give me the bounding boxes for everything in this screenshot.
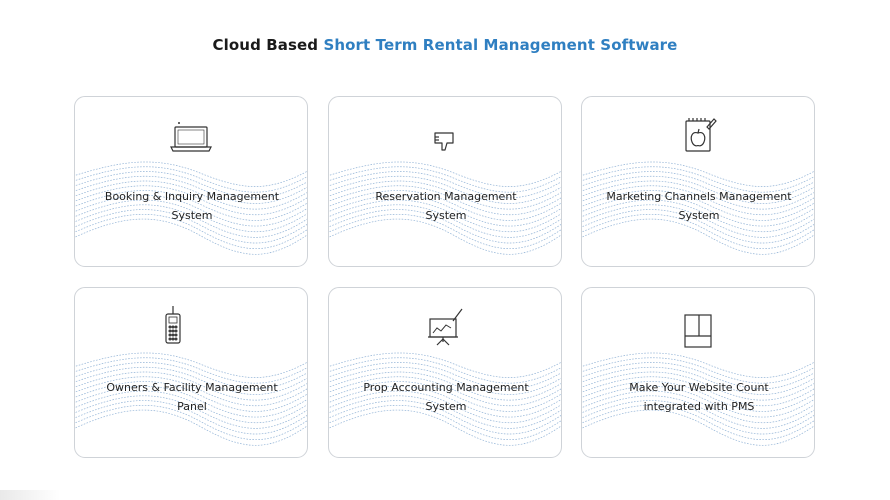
- wave-line: [582, 385, 814, 418]
- wave-line: [329, 166, 561, 193]
- wave-line: [75, 204, 307, 238]
- wave-line: [329, 395, 561, 429]
- wave-pattern: [582, 161, 814, 255]
- wave-line: [75, 166, 307, 193]
- wave-line: [582, 395, 814, 429]
- wave-pattern: [75, 161, 307, 255]
- wave-line: [582, 381, 814, 412]
- wave-line: [75, 409, 307, 446]
- feature-card-booking[interactable]: Booking & Inquiry Management System: [74, 96, 308, 267]
- feature-card-marketing[interactable]: Marketing Channels Management System: [581, 96, 815, 267]
- feature-card-reservation[interactable]: Reservation Management System: [328, 96, 562, 267]
- wave-line: [329, 352, 561, 378]
- wave-line: [75, 390, 307, 424]
- wave-line: [329, 385, 561, 418]
- card-label: Reservation Management System: [347, 187, 545, 225]
- wave-line: [582, 161, 814, 187]
- heading-highlight: Short Term Rental Management Software: [323, 36, 678, 54]
- wave-line: [329, 218, 561, 255]
- feature-card-owners[interactable]: Owners & Facility Management Panel: [74, 287, 308, 458]
- wave-line: [329, 405, 561, 440]
- wave-line: [75, 161, 307, 187]
- wave-line: [75, 400, 307, 435]
- wave-line: [582, 352, 814, 378]
- wave-line: [582, 209, 814, 244]
- bottom-left-shadow: [0, 490, 60, 500]
- card-title-line1: Owners & Facility Management: [106, 381, 278, 394]
- wave-line: [582, 405, 814, 440]
- wave-line: [582, 409, 814, 446]
- wave-line: [329, 409, 561, 446]
- wave-line: [582, 214, 814, 249]
- wave-line: [75, 194, 307, 227]
- wave-line: [329, 204, 561, 238]
- wave-pattern: [329, 352, 561, 446]
- card-title-line1: Booking & Inquiry Management: [104, 190, 280, 203]
- wave-line: [75, 357, 307, 384]
- card-title-line2: System: [171, 209, 213, 222]
- card-title-line1: Prop Accounting Management: [363, 381, 529, 394]
- card-title-line1: Marketing Channels Management: [606, 190, 792, 203]
- card-label: Owners & Facility Management Panel: [93, 378, 291, 416]
- wave-line: [582, 204, 814, 238]
- wave-line: [329, 381, 561, 412]
- wave-line: [582, 190, 814, 221]
- wave-line: [329, 214, 561, 249]
- card-label: Make Your Website Count integrated with …: [600, 378, 798, 416]
- wave-line: [329, 357, 561, 384]
- feature-card-accounting[interactable]: Prop Accounting Management System: [328, 287, 562, 458]
- wave-line: [329, 190, 561, 221]
- section-heading: Cloud Based Short Term Rental Management…: [0, 36, 890, 54]
- card-title-line2: integrated with PMS: [643, 400, 755, 413]
- card-title-line1: Reservation Management: [375, 190, 517, 203]
- card-title-line1: Make Your Website Count: [629, 381, 769, 394]
- wave-line: [329, 400, 561, 435]
- wave-line: [582, 166, 814, 193]
- wave-line: [75, 209, 307, 244]
- wave-line: [75, 199, 307, 233]
- wave-line: [582, 400, 814, 435]
- wave-line: [75, 395, 307, 429]
- wave-line: [582, 218, 814, 255]
- wave-line: [75, 214, 307, 249]
- wave-pattern: [329, 161, 561, 255]
- wave-line: [582, 357, 814, 384]
- card-title-line2: System: [425, 400, 467, 413]
- card-label: Marketing Channels Management System: [600, 187, 798, 225]
- card-title-line2: System: [425, 209, 467, 222]
- wave-line: [75, 190, 307, 221]
- wave-line: [582, 199, 814, 233]
- wave-line: [75, 385, 307, 418]
- wave-line: [329, 194, 561, 227]
- wave-line: [75, 352, 307, 378]
- heading-prefix: Cloud Based: [212, 36, 319, 54]
- wave-pattern: [75, 352, 307, 446]
- wave-line: [582, 390, 814, 424]
- wave-pattern: [582, 352, 814, 446]
- wave-line: [329, 390, 561, 424]
- card-title-line2: Panel: [177, 400, 207, 413]
- wave-line: [75, 381, 307, 412]
- feature-card-website[interactable]: Make Your Website Count integrated with …: [581, 287, 815, 458]
- wave-line: [75, 405, 307, 440]
- card-title-line2: System: [678, 209, 720, 222]
- card-label: Booking & Inquiry Management System: [93, 187, 291, 225]
- wave-line: [329, 161, 561, 187]
- card-label: Prop Accounting Management System: [347, 378, 545, 416]
- wave-line: [75, 218, 307, 255]
- wave-line: [329, 199, 561, 233]
- wave-line: [329, 209, 561, 244]
- wave-line: [582, 194, 814, 227]
